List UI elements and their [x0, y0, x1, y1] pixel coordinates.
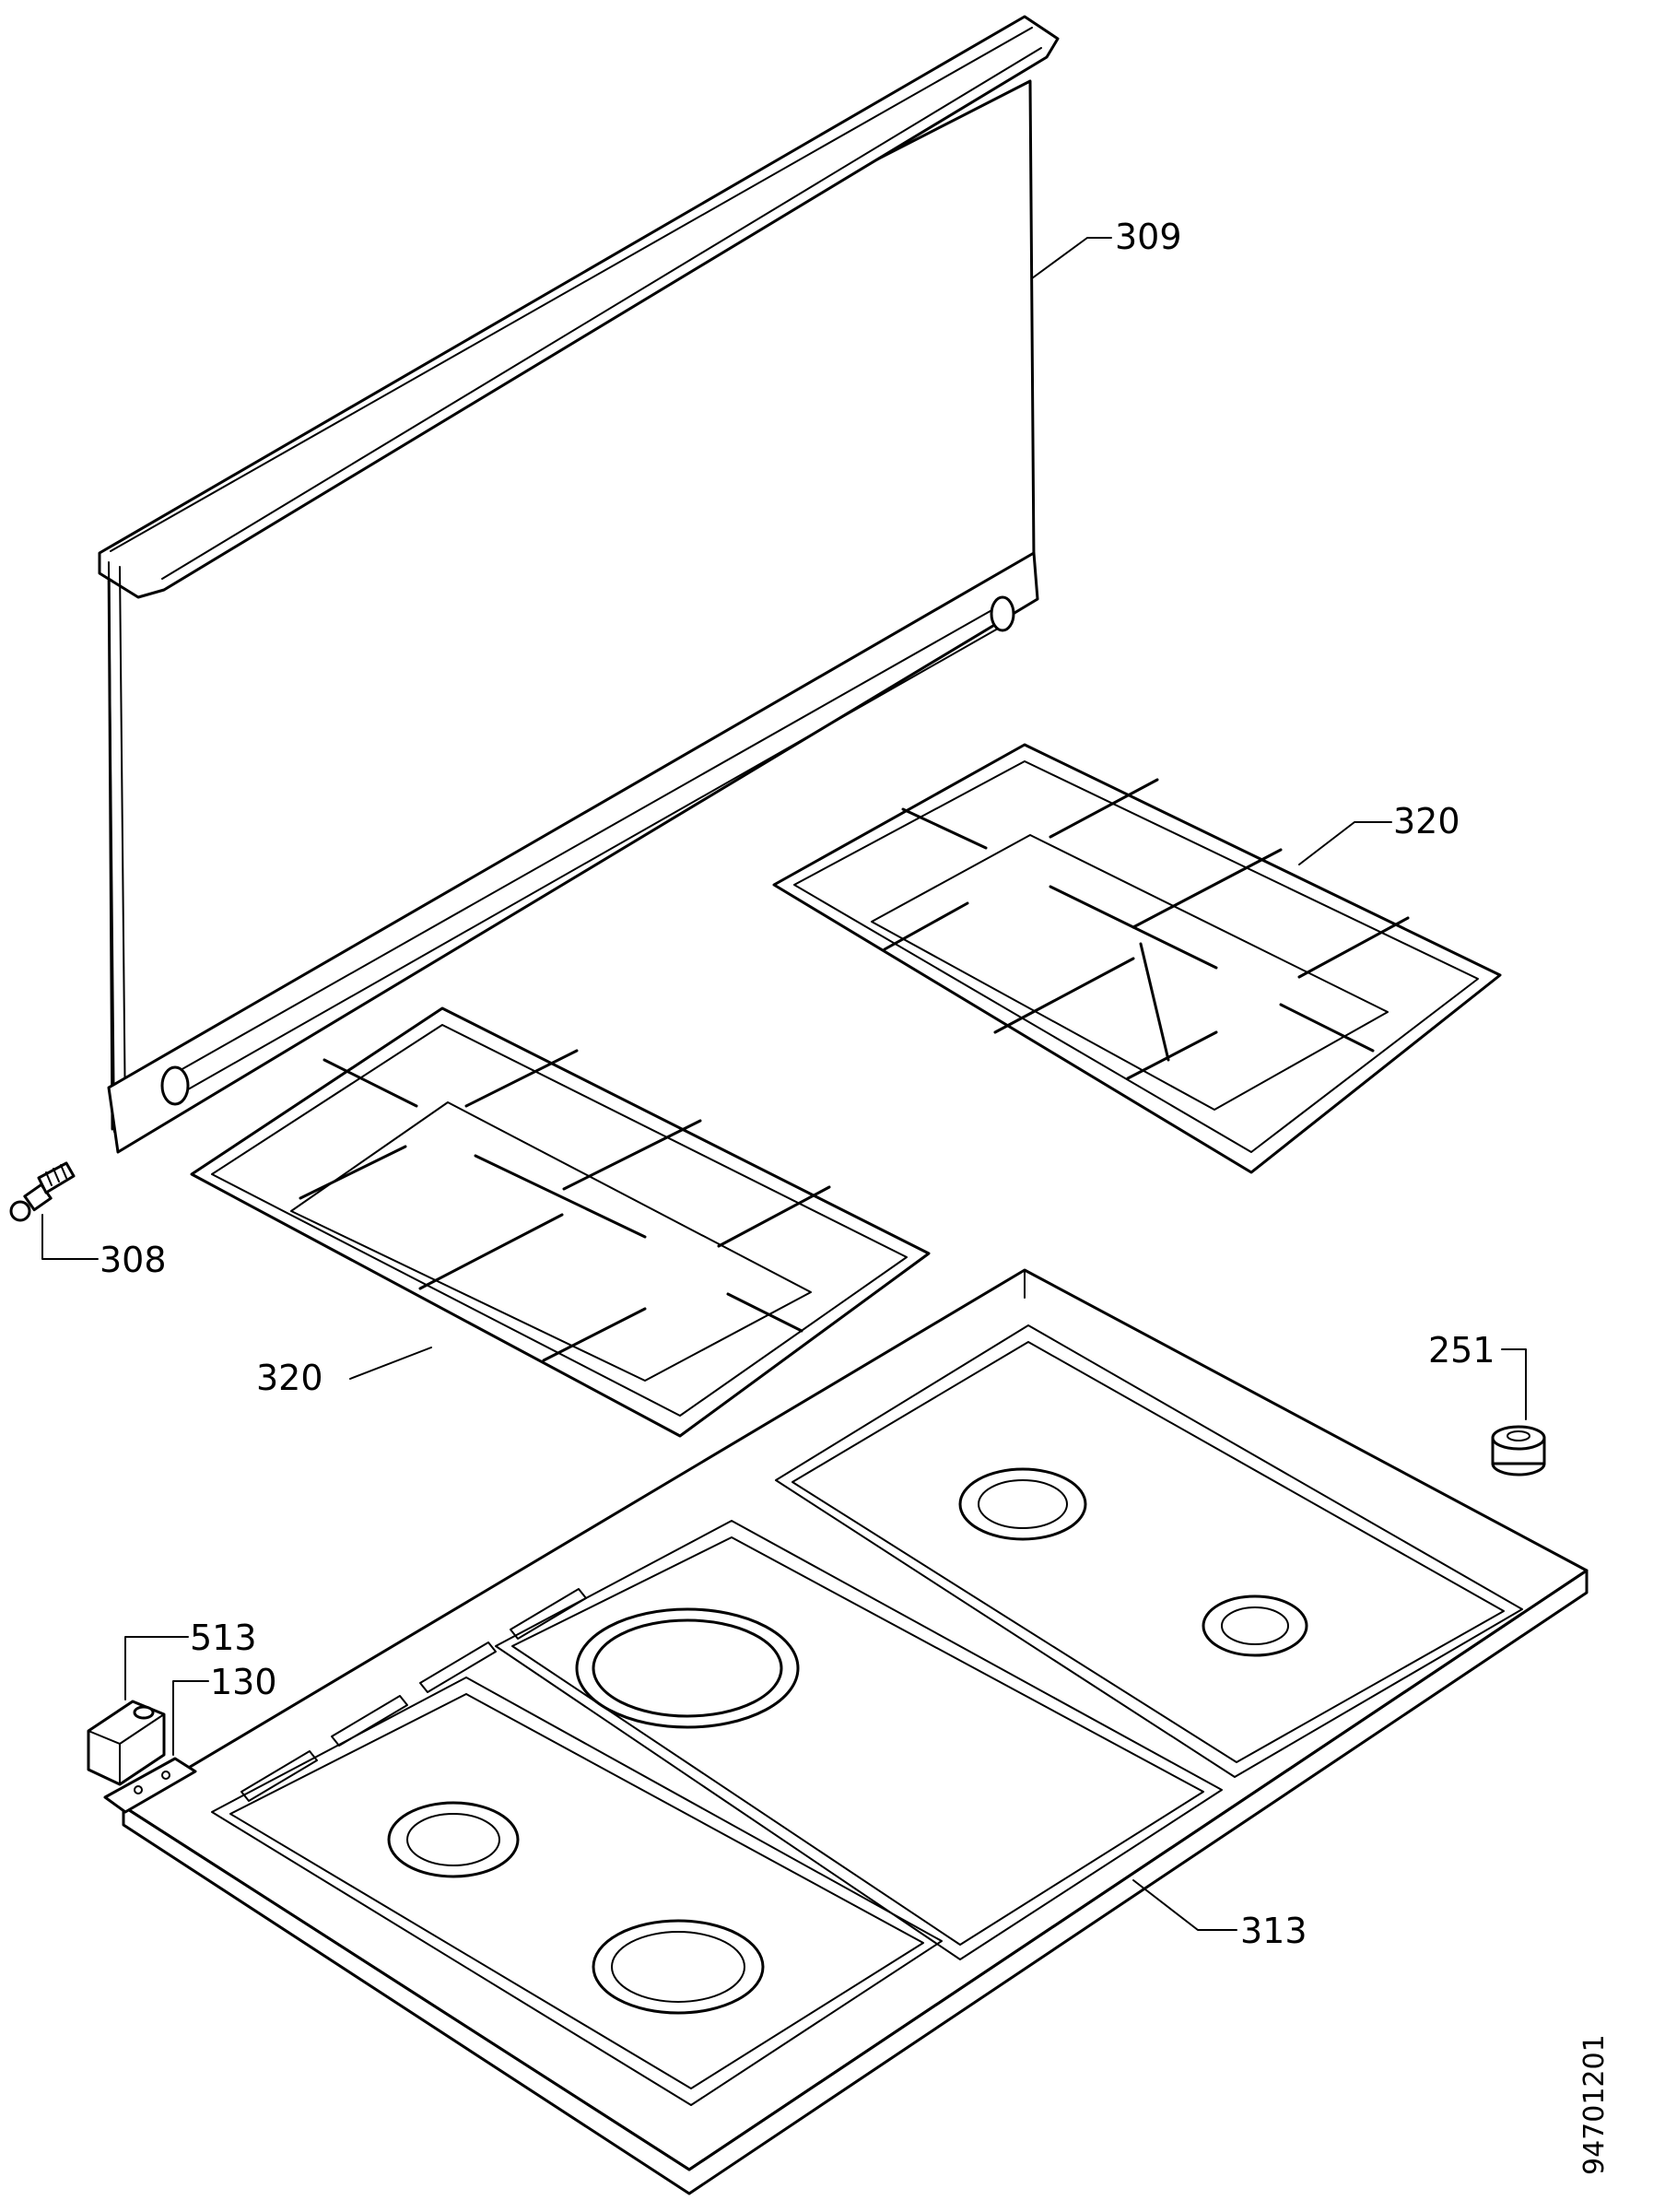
- backguard-panel: [98, 15, 1060, 1154]
- label-130: 130: [172, 1662, 277, 1756]
- label-text-308: 308: [100, 1240, 167, 1280]
- drawing-code: 94701201: [1578, 2034, 1611, 2175]
- burner-rings: [387, 1467, 1308, 2015]
- pan-grid-right: [772, 743, 1502, 1174]
- label-text-130: 130: [210, 1662, 277, 1702]
- screw-part: [9, 1161, 76, 1222]
- label-313: 313: [1132, 1879, 1307, 1951]
- bracket-part: [103, 1757, 197, 1814]
- hob-top: [122, 1268, 1589, 2195]
- label-text-309: 309: [1115, 217, 1182, 257]
- label-text-251: 251: [1428, 1330, 1495, 1371]
- cover-part: [87, 1700, 166, 1786]
- label-text-320-right: 320: [1393, 801, 1460, 841]
- label-308: 308: [41, 1214, 167, 1280]
- control-slots: [240, 1588, 587, 1802]
- label-text-313: 313: [1240, 1911, 1307, 1951]
- rubber-foot: [1491, 1425, 1546, 1477]
- label-text-513: 513: [190, 1618, 257, 1658]
- label-320-right: 320: [1298, 801, 1460, 865]
- label-320-left: 320: [256, 1347, 432, 1398]
- label-251: 251: [1428, 1330, 1527, 1420]
- label-text-320-left: 320: [256, 1358, 323, 1398]
- label-513: 513: [124, 1618, 257, 1700]
- label-309: 309: [1031, 217, 1182, 279]
- pan-grid-left: [190, 1006, 931, 1438]
